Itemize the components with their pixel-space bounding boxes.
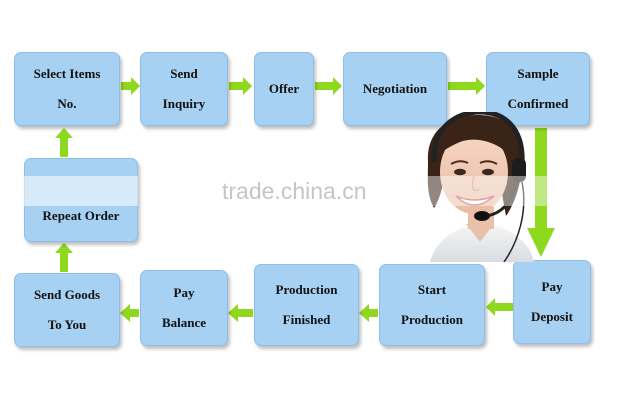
arrow-finished-to-balance <box>228 304 253 322</box>
step-negotiation: Negotiation <box>343 52 447 126</box>
step-pay-deposit: Pay Deposit <box>513 260 591 344</box>
arrow-select-to-inquiry <box>121 77 140 95</box>
step-select-items: Select Items No. <box>14 52 120 126</box>
arrow-inquiry-to-offer <box>229 77 252 95</box>
watermark-band-right <box>412 176 552 206</box>
arrow-negotiation-to-sample <box>448 77 485 95</box>
watermark-text: trade.china.cn <box>222 178 367 204</box>
support-agent-icon <box>427 112 534 262</box>
step-sample-confirmed: Sample Confirmed <box>486 52 590 126</box>
step-send-inquiry: Send Inquiry <box>140 52 228 126</box>
step-offer: Offer <box>254 52 314 126</box>
watermark-band-left <box>24 176 138 206</box>
arrow-goods-to-repeat <box>55 243 73 272</box>
arrow-deposit-to-start <box>486 298 513 316</box>
arrow-start-to-finished <box>359 304 378 322</box>
arrow-offer-to-negotiation <box>315 77 342 95</box>
arrow-sample-to-deposit <box>527 128 555 257</box>
step-start-production: Start Production <box>379 264 485 346</box>
arrow-repeat-to-select <box>55 128 73 157</box>
arrow-balance-to-goods <box>120 304 139 322</box>
step-pay-balance: Pay Balance <box>140 270 228 346</box>
step-production-finished: Production Finished <box>254 264 359 346</box>
step-send-goods: Send Goods To You <box>14 273 120 347</box>
